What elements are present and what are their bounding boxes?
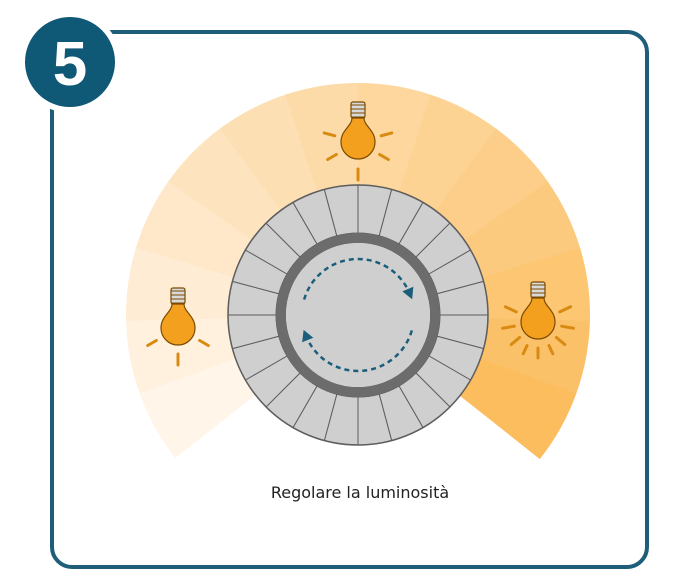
rotation-arrows (302, 257, 414, 373)
lightbulb-dim-icon (146, 287, 210, 367)
rotate-counterclockwise-arrow-icon (306, 330, 414, 373)
step-badge-circle (19, 11, 121, 113)
rotate-clockwise-arrow-icon (302, 257, 410, 300)
step-badge: 5 (19, 11, 121, 113)
lightbulb-medium-icon (322, 101, 394, 182)
step-number: 5 (53, 30, 87, 99)
arrowhead (302, 329, 314, 343)
bulbs-group (146, 101, 575, 367)
dial-outer-edge (227, 184, 489, 446)
lightbulb-bright-icon (501, 281, 575, 360)
dial-center[interactable] (286, 243, 430, 387)
brightness-gradient-fan (126, 83, 590, 460)
dial-ring (276, 233, 440, 397)
caption-text: Regolare la luminosità (271, 483, 449, 502)
arrowhead (402, 286, 414, 300)
brightness-dial[interactable] (227, 184, 489, 446)
